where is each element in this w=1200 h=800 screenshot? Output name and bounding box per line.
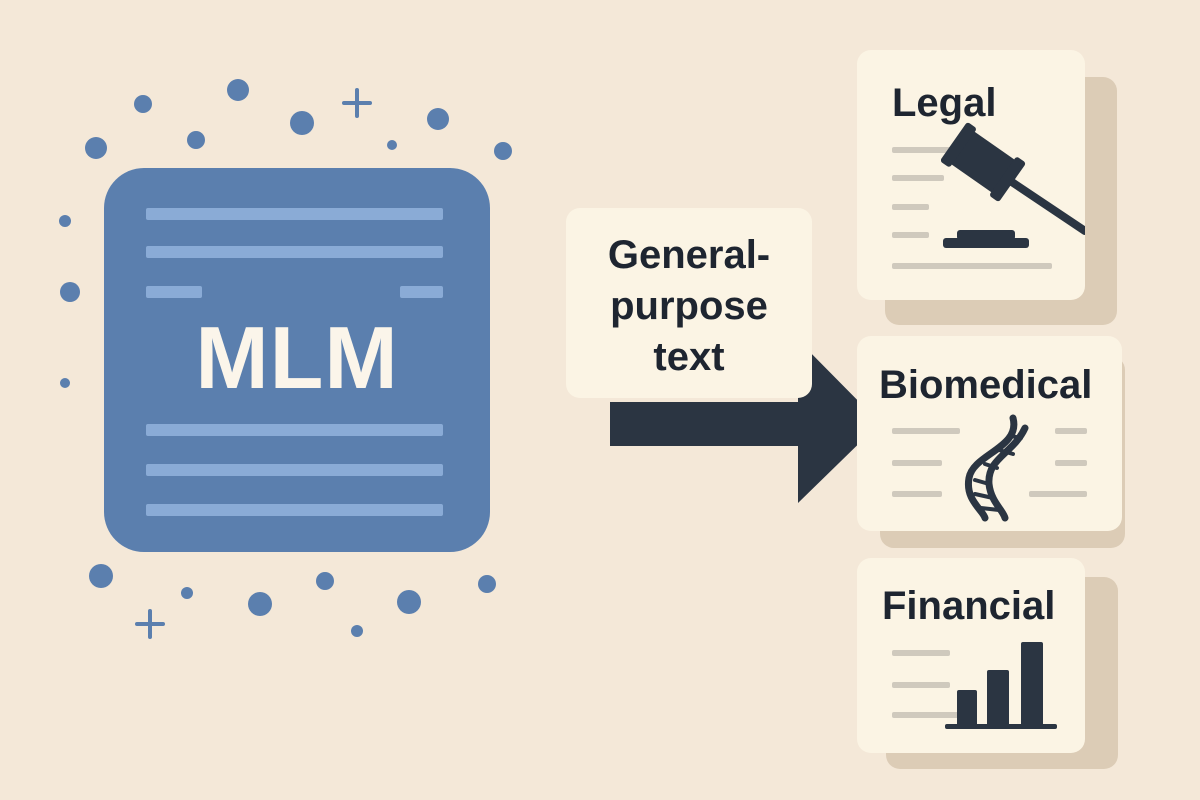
domain-card-biomedical: Biomedical xyxy=(857,336,1122,531)
dot xyxy=(290,111,314,135)
text-line xyxy=(892,232,929,238)
dot xyxy=(248,592,272,616)
text-line xyxy=(146,464,443,476)
text-line xyxy=(892,175,944,181)
input-text-card: General- purpose text xyxy=(566,208,812,398)
text-line xyxy=(892,682,950,688)
dot xyxy=(59,215,71,227)
text-line xyxy=(892,460,942,466)
dot xyxy=(187,131,205,149)
arrow-icon xyxy=(610,340,880,503)
input-text-line: text xyxy=(653,335,725,379)
domain-card-financial: Financial xyxy=(857,558,1085,753)
text-line xyxy=(892,491,942,497)
text-line xyxy=(146,208,443,220)
text-line xyxy=(1029,491,1087,497)
dna-icon xyxy=(964,414,1029,522)
dot xyxy=(89,564,113,588)
domain-label-biomedical: Biomedical xyxy=(879,363,1093,407)
text-line xyxy=(892,263,1052,269)
bar-chart-icon xyxy=(945,642,1057,729)
text-line xyxy=(1055,460,1087,466)
plus-icon xyxy=(135,609,165,639)
domain-card-legal: Legal xyxy=(857,50,1085,300)
text-line xyxy=(146,286,202,298)
text-line xyxy=(146,504,443,516)
dot xyxy=(397,590,421,614)
gavel-icon xyxy=(941,122,1085,248)
domain-label-legal: Legal xyxy=(892,81,997,125)
dot xyxy=(227,79,249,101)
text-line xyxy=(892,712,960,718)
text-line xyxy=(1055,428,1087,434)
mlm-block: MLM xyxy=(104,168,490,552)
dot xyxy=(427,108,449,130)
plus-icon xyxy=(342,88,372,118)
text-line xyxy=(892,650,950,656)
dot xyxy=(60,282,80,302)
input-text-label: General- purpose text xyxy=(566,230,812,383)
dot xyxy=(387,140,397,150)
text-line xyxy=(146,246,443,258)
text-line xyxy=(892,204,929,210)
input-text-line: purpose xyxy=(610,284,768,328)
input-text-line: General- xyxy=(607,233,771,277)
domain-label-financial: Financial xyxy=(882,584,1056,628)
text-line xyxy=(892,147,964,153)
text-line xyxy=(400,286,443,298)
dot xyxy=(85,137,107,159)
dot xyxy=(316,572,334,590)
text-line xyxy=(146,424,443,436)
dot xyxy=(181,587,193,599)
dot xyxy=(494,142,512,160)
dot xyxy=(351,625,363,637)
dot xyxy=(134,95,152,113)
text-line xyxy=(892,428,960,434)
mlm-label: MLM xyxy=(195,308,399,407)
dot xyxy=(478,575,496,593)
dot xyxy=(60,378,70,388)
